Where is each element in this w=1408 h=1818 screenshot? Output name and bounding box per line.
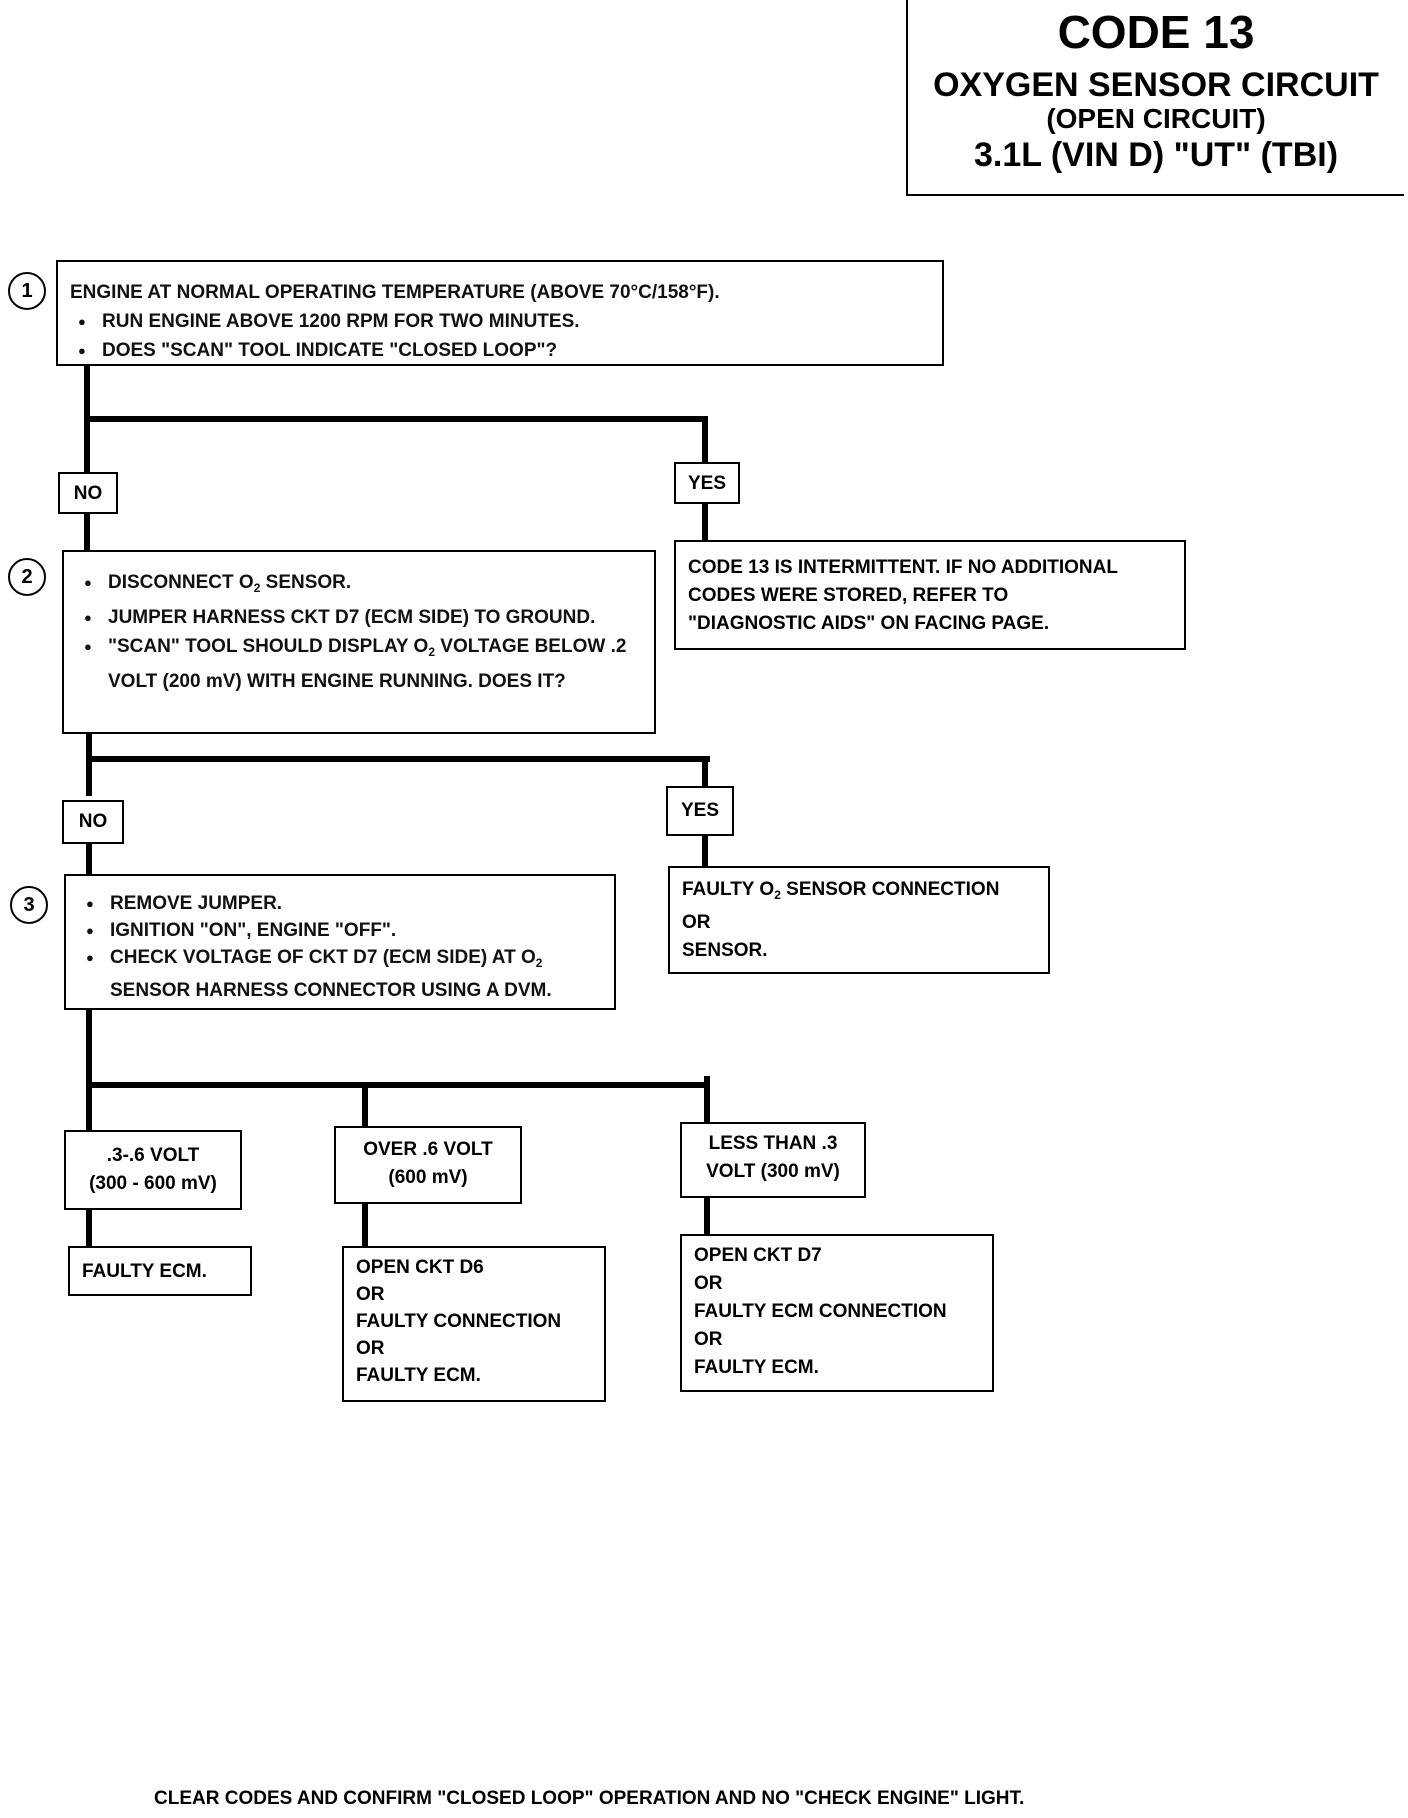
step-3-bullet: IGNITION "ON", ENGINE "OFF". (78, 917, 602, 944)
no-label: NO (58, 472, 118, 514)
result-faulty-ecm: FAULTY ECM. (68, 1246, 252, 1296)
code-title: CODE 13 (1057, 6, 1255, 58)
step-1-bullet: DOES "SCAN" TOOL INDICATE "CLOSED LOOP"? (70, 336, 930, 365)
connector (86, 756, 710, 762)
connector (86, 1208, 92, 1252)
footer-note: CLEAR CODES AND CONFIRM "CLOSED LOOP" OP… (154, 1788, 1025, 1809)
connector (704, 1196, 710, 1238)
step-number-3: 3 (10, 886, 48, 924)
range-mid-box: .3-.6 VOLT (300 - 600 mV) (64, 1130, 242, 1210)
connector (86, 1008, 92, 1138)
connector (86, 732, 92, 796)
step-3-box: REMOVE JUMPER. IGNITION "ON", ENGINE "OF… (64, 874, 616, 1010)
connector (702, 756, 708, 788)
yes-label: YES (666, 786, 734, 836)
connector (702, 502, 708, 542)
connector (362, 1200, 368, 1252)
connector (362, 1082, 368, 1130)
step-number-1: 1 (8, 272, 46, 310)
result-open-d7: OPEN CKT D7 OR FAULTY ECM CONNECTION OR … (680, 1234, 994, 1392)
connector (702, 834, 708, 868)
range-high-box: OVER .6 VOLT (600 mV) (334, 1126, 522, 1204)
connector (86, 1082, 710, 1088)
step-2-bullet: "SCAN" TOOL SHOULD DISPLAY O2 VOLTAGE BE… (76, 632, 642, 696)
engine-label: 3.1L (VIN D) "UT" (TBI) (973, 136, 1339, 174)
yes-label: YES (674, 462, 740, 504)
connector (704, 1076, 710, 1124)
result-faulty-sensor: FAULTY O2 SENSOR CONNECTION OR SENSOR. (668, 866, 1050, 974)
step-number-2: 2 (8, 558, 46, 596)
result-intermittent: CODE 13 IS INTERMITTENT. IF NO ADDITIONA… (674, 540, 1186, 650)
result-open-d6: OPEN CKT D6 OR FAULTY CONNECTION OR FAUL… (342, 1246, 606, 1402)
circuit-title: OXYGEN SENSOR CIRCUIT (933, 66, 1379, 104)
step-3-bullet: CHECK VOLTAGE OF CKT D7 (ECM SIDE) AT O2… (78, 944, 602, 1004)
step-3-bullet: REMOVE JUMPER. (78, 890, 602, 917)
connector (702, 416, 708, 464)
no-label: NO (62, 800, 124, 844)
connector (84, 416, 708, 422)
step-1-heading: ENGINE AT NORMAL OPERATING TEMPERATURE (… (70, 282, 720, 303)
circuit-subtitle: (OPEN CIRCUIT) (1046, 103, 1266, 134)
connector (84, 512, 90, 552)
step-2-bullet: JUMPER HARNESS CKT D7 (ECM SIDE) TO GROU… (76, 603, 642, 632)
step-2-box: DISCONNECT O2 SENSOR. JUMPER HARNESS CKT… (62, 550, 656, 734)
connector (86, 842, 92, 876)
step-1-box: ENGINE AT NORMAL OPERATING TEMPERATURE (… (56, 260, 944, 366)
step-2-bullet: DISCONNECT O2 SENSOR. (76, 568, 642, 603)
title-block: CODE 13 OXYGEN SENSOR CIRCUIT (OPEN CIRC… (906, 0, 1404, 196)
range-low-box: LESS THAN .3 VOLT (300 mV) (680, 1122, 866, 1198)
step-1-bullet: RUN ENGINE ABOVE 1200 RPM FOR TWO MINUTE… (70, 307, 930, 336)
